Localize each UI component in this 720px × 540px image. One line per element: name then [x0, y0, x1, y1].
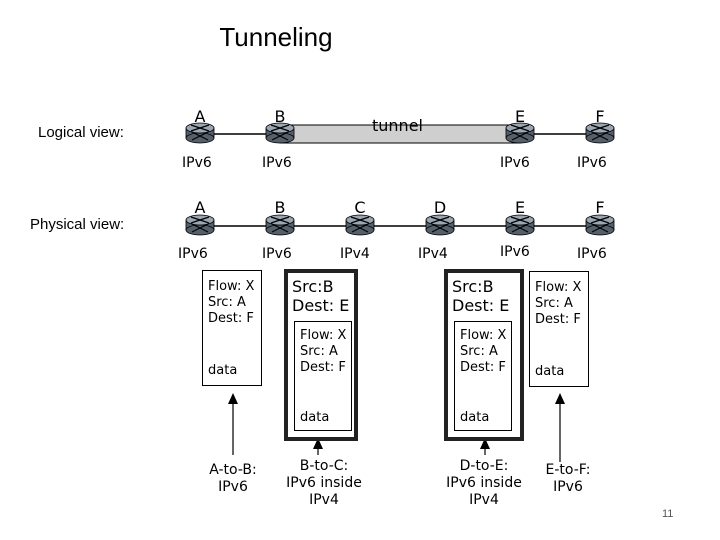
physical-node-a: A	[194, 198, 206, 217]
packet-a-to-b-data: data	[208, 363, 238, 378]
caption-d-to-e: D-to-E: IPv6 inside IPv4	[446, 458, 522, 508]
arrow-e-to-f	[555, 393, 565, 462]
logical-node-e: E	[514, 107, 526, 126]
router-icon	[585, 122, 615, 144]
packet-a-to-b: Flow: X Src: A Dest: F data	[202, 270, 262, 386]
logical-node-b: B	[274, 107, 286, 126]
logical-proto-f: IPv6	[577, 155, 607, 171]
router-icon	[425, 214, 455, 236]
physical-node-e: E	[514, 198, 526, 217]
arrow-d-to-e	[480, 438, 490, 455]
packet-b-to-c-flow: Flow: X Src: A Dest: F	[300, 328, 347, 375]
tunnel-label: tunnel	[372, 116, 423, 135]
logical-proto-e: IPv6	[500, 155, 530, 171]
physical-proto-e: IPv6	[500, 244, 530, 260]
router-icon	[185, 122, 215, 144]
logical-node-a: A	[194, 107, 206, 126]
physical-proto-b: IPv6	[262, 246, 292, 262]
logical-proto-b: IPv6	[262, 155, 292, 171]
router-icon	[265, 122, 295, 144]
physical-node-f: F	[595, 198, 605, 217]
physical-proto-a: IPv6	[178, 246, 208, 262]
packet-b-to-c-inner: Flow: X Src: A Dest: F data	[294, 321, 352, 431]
physical-node-d: D	[433, 198, 447, 217]
packet-d-to-e-data: data	[460, 410, 490, 425]
packet-e-to-f: Flow: X Src: A Dest: F data	[529, 271, 589, 387]
logical-node-f: F	[595, 107, 605, 126]
router-icon	[185, 214, 215, 236]
router-icon	[505, 122, 535, 144]
page-number: 11	[662, 508, 674, 520]
logical-view-label: Logical view:	[38, 124, 124, 141]
packet-b-to-c-data: data	[300, 410, 330, 425]
packet-b-to-c: Src:B Dest: E Flow: X Src: A Dest: F dat…	[284, 269, 358, 441]
packet-d-to-e-header: Src:B Dest: E	[452, 277, 510, 315]
physical-node-c: C	[354, 198, 366, 217]
router-icon	[345, 214, 375, 236]
logical-proto-a: IPv6	[182, 155, 212, 171]
packet-e-to-f-data: data	[535, 364, 565, 379]
arrow-a-to-b	[228, 393, 238, 455]
physical-proto-d: IPv4	[418, 246, 448, 262]
physical-node-b: B	[274, 198, 286, 217]
router-icon	[505, 214, 535, 236]
packet-d-to-e: Src:B Dest: E Flow: X Src: A Dest: F dat…	[444, 269, 524, 441]
router-icon	[585, 214, 615, 236]
physical-proto-f: IPv6	[577, 246, 607, 262]
packet-a-to-b-flow: Flow: X Src: A Dest: F	[208, 279, 255, 326]
packet-d-to-e-flow: Flow: X Src: A Dest: F	[460, 328, 507, 375]
physical-proto-c: IPv4	[340, 246, 370, 262]
packet-b-to-c-header: Src:B Dest: E	[292, 277, 350, 315]
slide-title: Tunneling	[219, 22, 333, 52]
packet-e-to-f-flow: Flow: X Src: A Dest: F	[535, 280, 582, 327]
packet-d-to-e-inner: Flow: X Src: A Dest: F data	[454, 321, 512, 431]
caption-a-to-b: A-to-B: IPv6	[209, 462, 257, 495]
caption-e-to-f: E-to-F: IPv6	[545, 462, 591, 495]
caption-b-to-c: B-to-C: IPv6 inside IPv4	[286, 458, 362, 508]
arrow-b-to-c	[313, 438, 323, 455]
physical-view-label: Physical view:	[30, 216, 125, 233]
router-icon	[265, 214, 295, 236]
